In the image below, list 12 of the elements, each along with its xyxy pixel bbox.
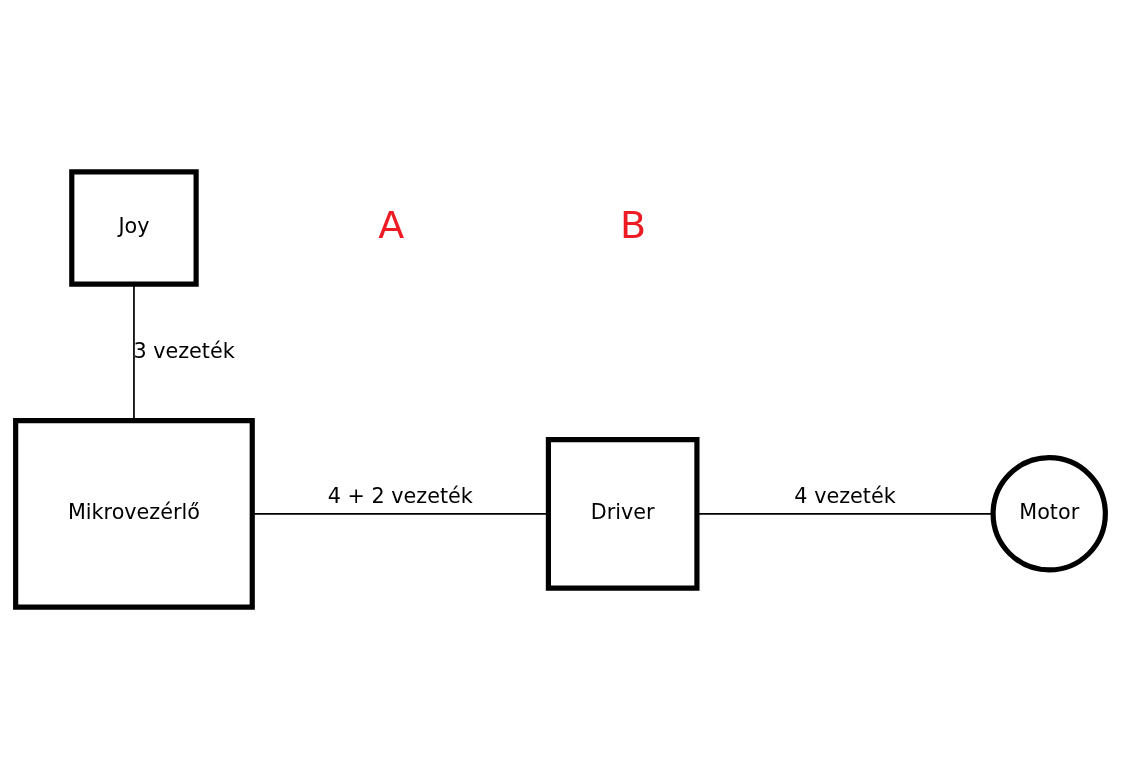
node-box: Mikrovezérlő	[13, 418, 255, 610]
node-box: Joy	[69, 169, 199, 287]
connector	[251, 512, 549, 515]
label: A	[378, 202, 405, 247]
connector	[696, 512, 994, 515]
node-circle: Motor	[990, 455, 1108, 573]
connector	[133, 283, 135, 421]
edge-label: 4 vezeték	[794, 483, 896, 508]
node-box: Driver	[545, 437, 700, 591]
edge-label: 4 + 2 vezeték	[327, 483, 473, 508]
edge-label: 3 vezeték	[133, 338, 235, 363]
label: B	[620, 202, 647, 247]
